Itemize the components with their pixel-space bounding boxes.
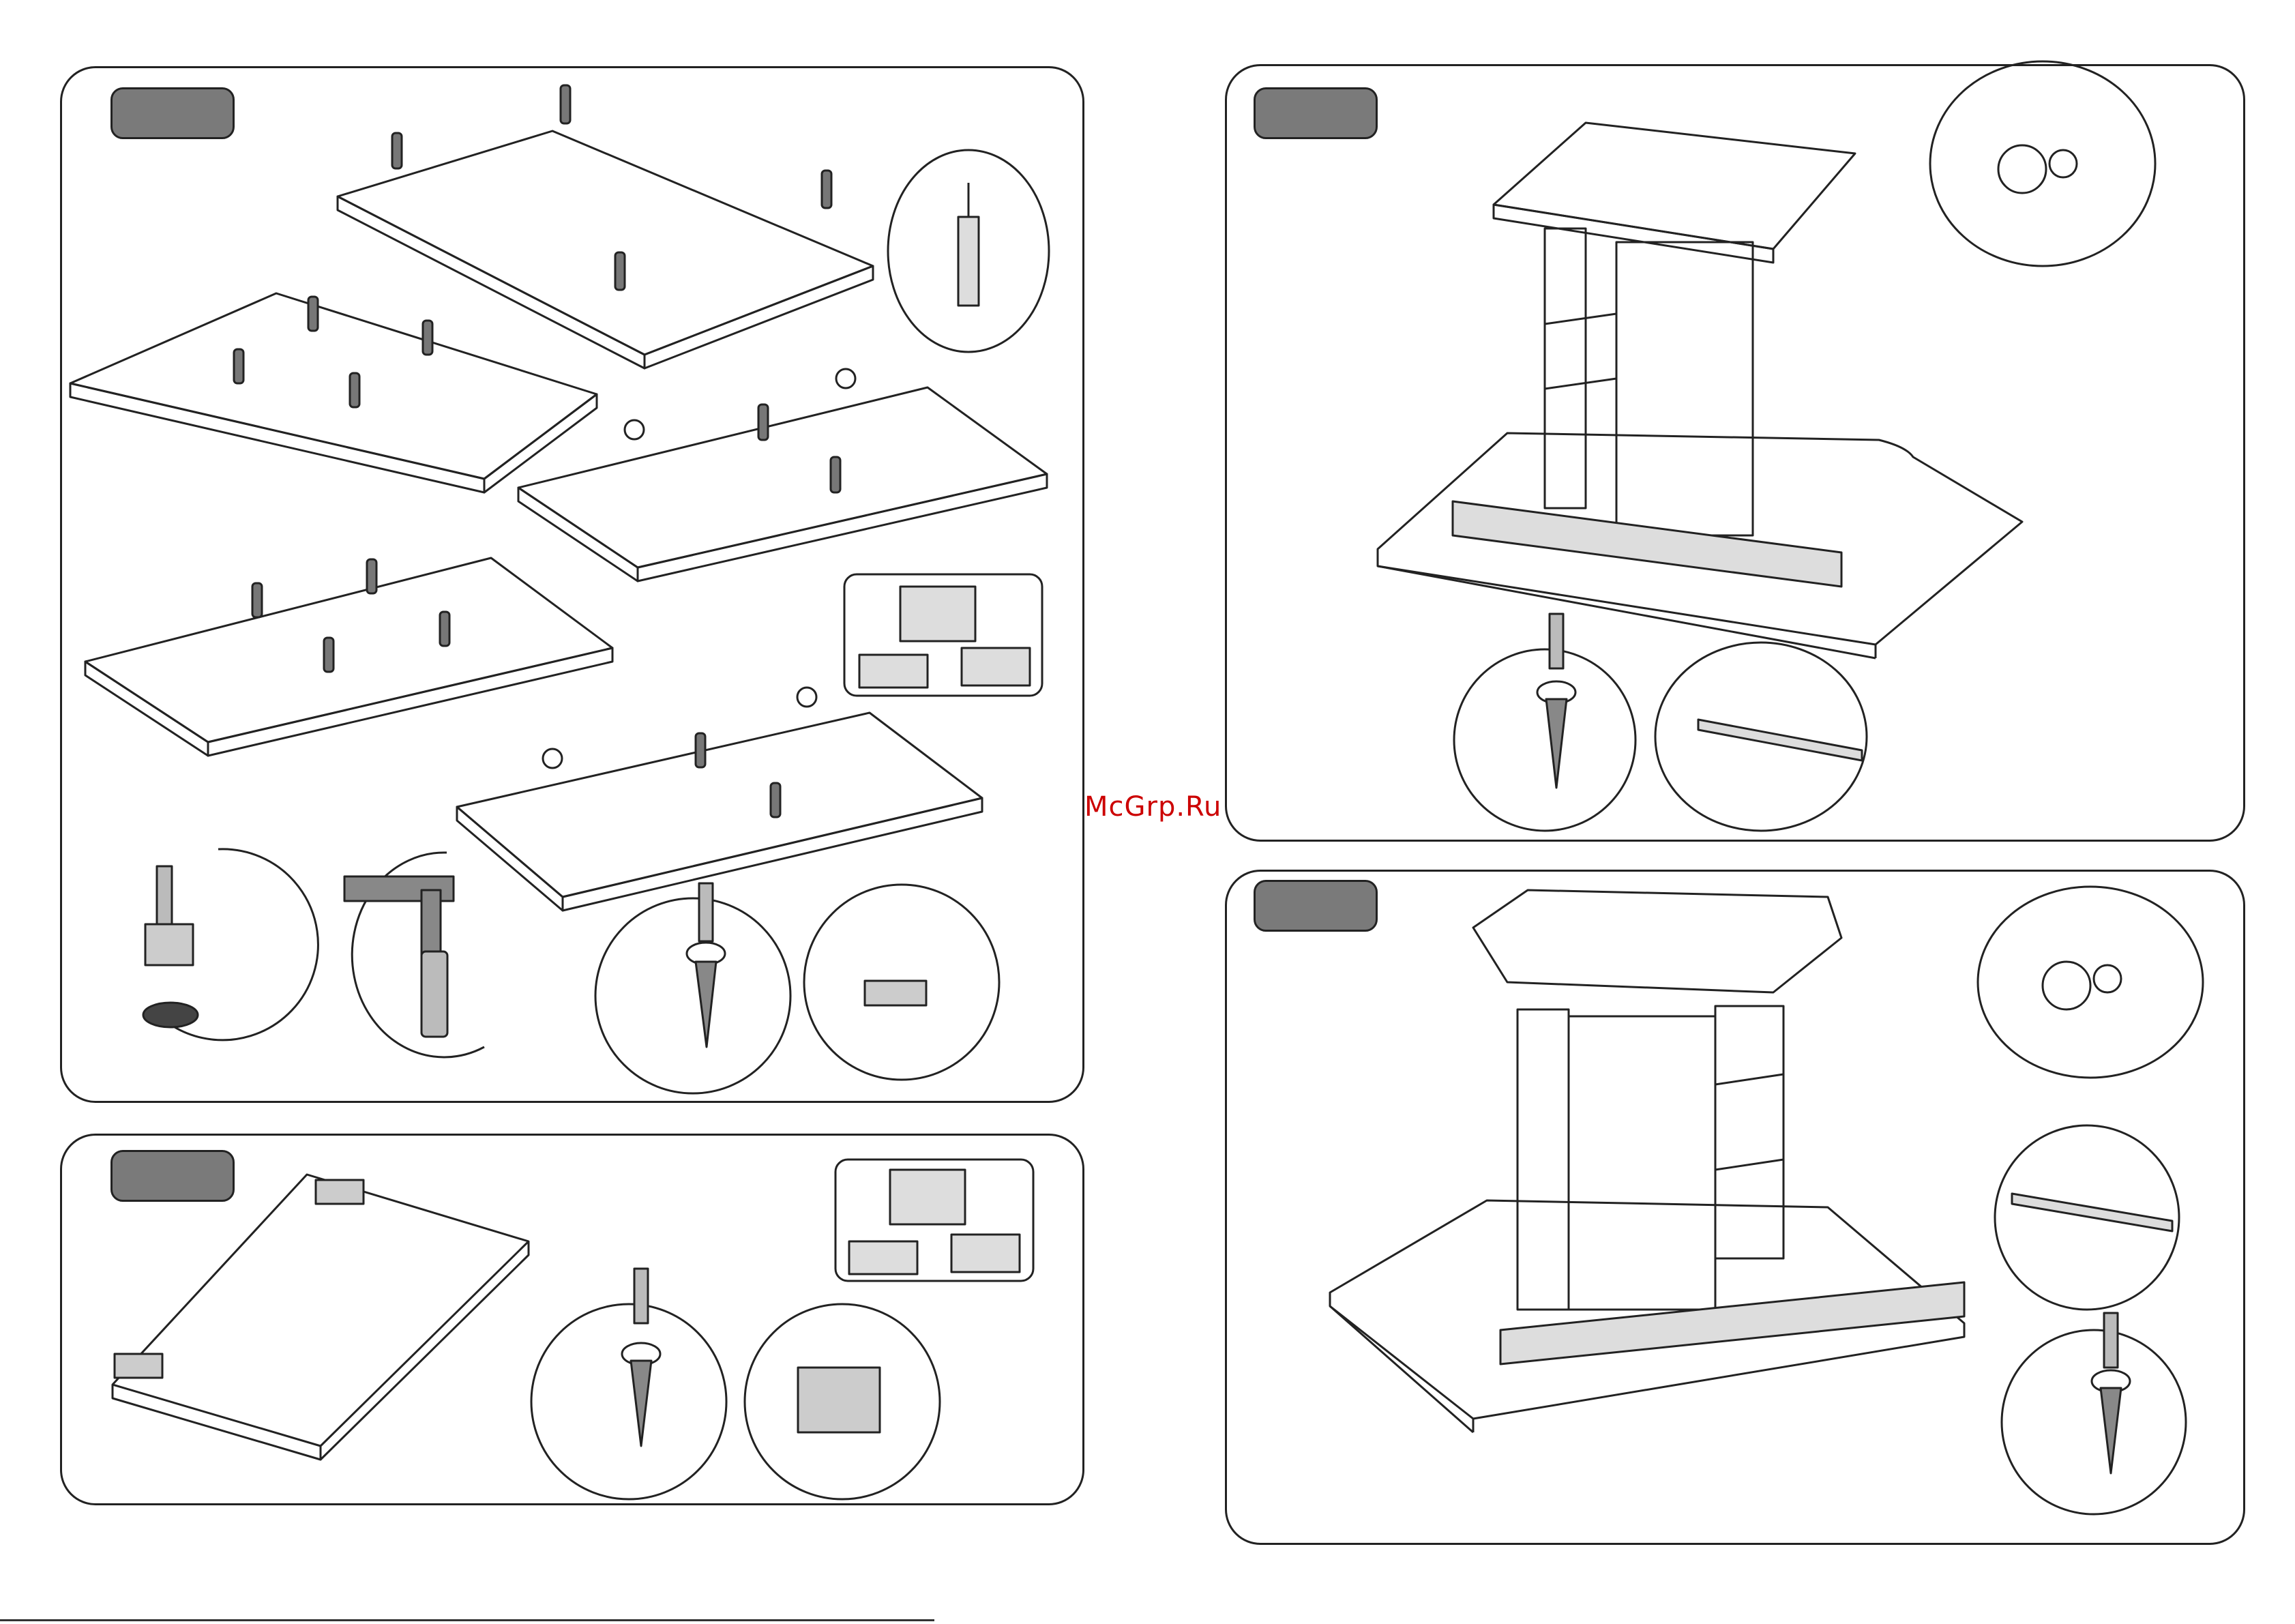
cabinet-b [1473,890,1841,1310]
detail-cam-bolt-a [1930,61,2155,266]
dowel-icon [234,85,840,817]
door-board [113,1175,529,1460]
detail-hinge-box [844,574,1042,696]
detail-screw-2 [531,1269,726,1499]
rail-icon [1500,1282,1964,1364]
board-top [338,131,873,368]
detail-cam-bolt [888,150,1049,352]
detail-rail-a [1655,643,1867,831]
detail-hinge-plate [745,1304,940,1499]
detail-screw [595,883,790,1093]
board-right-2 [457,713,982,911]
detail-cam-bolt-b [1978,887,2203,1078]
detail-hinge-box-2 [835,1160,1033,1281]
board-right-1 [518,387,1047,581]
detail-screw-b [2002,1313,2186,1514]
cam-lock-icon [543,369,855,768]
cabinet-a [1494,123,1855,535]
detail-rail-b [1995,1125,2179,1310]
detail-hammer [344,853,484,1057]
hinge-icon [115,1180,364,1378]
detail-cam-lock [143,849,318,1040]
footer-divider [0,1619,934,1621]
board-left-1 [70,293,597,492]
watermark: McGrp.Ru [1084,791,1221,823]
detail-screw-a [1454,614,1635,831]
detail-hinge-screws [804,885,999,1080]
rail-icon [1453,501,1841,587]
board-left-2 [85,558,612,756]
